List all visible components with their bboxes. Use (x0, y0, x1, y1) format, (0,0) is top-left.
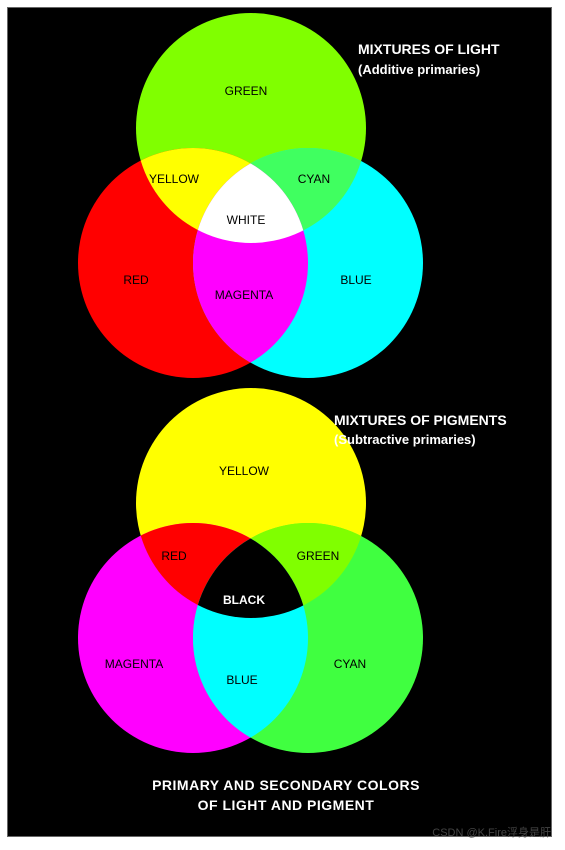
pigment-label-blue: BLUE (226, 673, 257, 687)
watermark: CSDN @K.Fire浮身是肝 (432, 827, 551, 839)
pigment-heading: MIXTURES OF PIGMENTS (334, 412, 507, 428)
light-label-white: WHITE (227, 213, 266, 227)
light-label-blue: BLUE (340, 273, 371, 287)
footer-line-2: OF LIGHT AND PIGMENT (198, 797, 375, 813)
light-label-magenta: MAGENTA (215, 288, 273, 302)
diagram-frame: GREEN YELLOW CYAN WHITE RED MAGENTA BLUE… (7, 7, 552, 837)
light-label-green: GREEN (225, 84, 268, 98)
pigment-label-cyan: CYAN (334, 657, 366, 671)
venn-diagrams: GREEN YELLOW CYAN WHITE RED MAGENTA BLUE… (78, 13, 507, 813)
pigment-label-red: RED (161, 549, 187, 563)
light-venn: GREEN YELLOW CYAN WHITE RED MAGENTA BLUE… (78, 13, 500, 378)
light-label-cyan: CYAN (298, 172, 330, 186)
pigment-label-yellow: YELLOW (219, 464, 270, 478)
pigment-venn: YELLOW RED GREEN BLACK MAGENTA BLUE CYAN… (78, 388, 507, 753)
light-white-center (193, 148, 308, 243)
pigment-label-magenta: MAGENTA (105, 657, 163, 671)
light-heading: MIXTURES OF LIGHT (358, 41, 500, 57)
pigment-subheading: (Subtractive primaries) (334, 432, 476, 447)
light-subheading: (Additive primaries) (358, 62, 480, 77)
pigment-label-black: BLACK (223, 593, 265, 607)
light-label-yellow: YELLOW (149, 172, 200, 186)
pigment-label-green: GREEN (297, 549, 340, 563)
pigment-black-center (193, 523, 308, 618)
footer-line-1: PRIMARY AND SECONDARY COLORS (152, 777, 420, 793)
light-label-red: RED (123, 273, 149, 287)
